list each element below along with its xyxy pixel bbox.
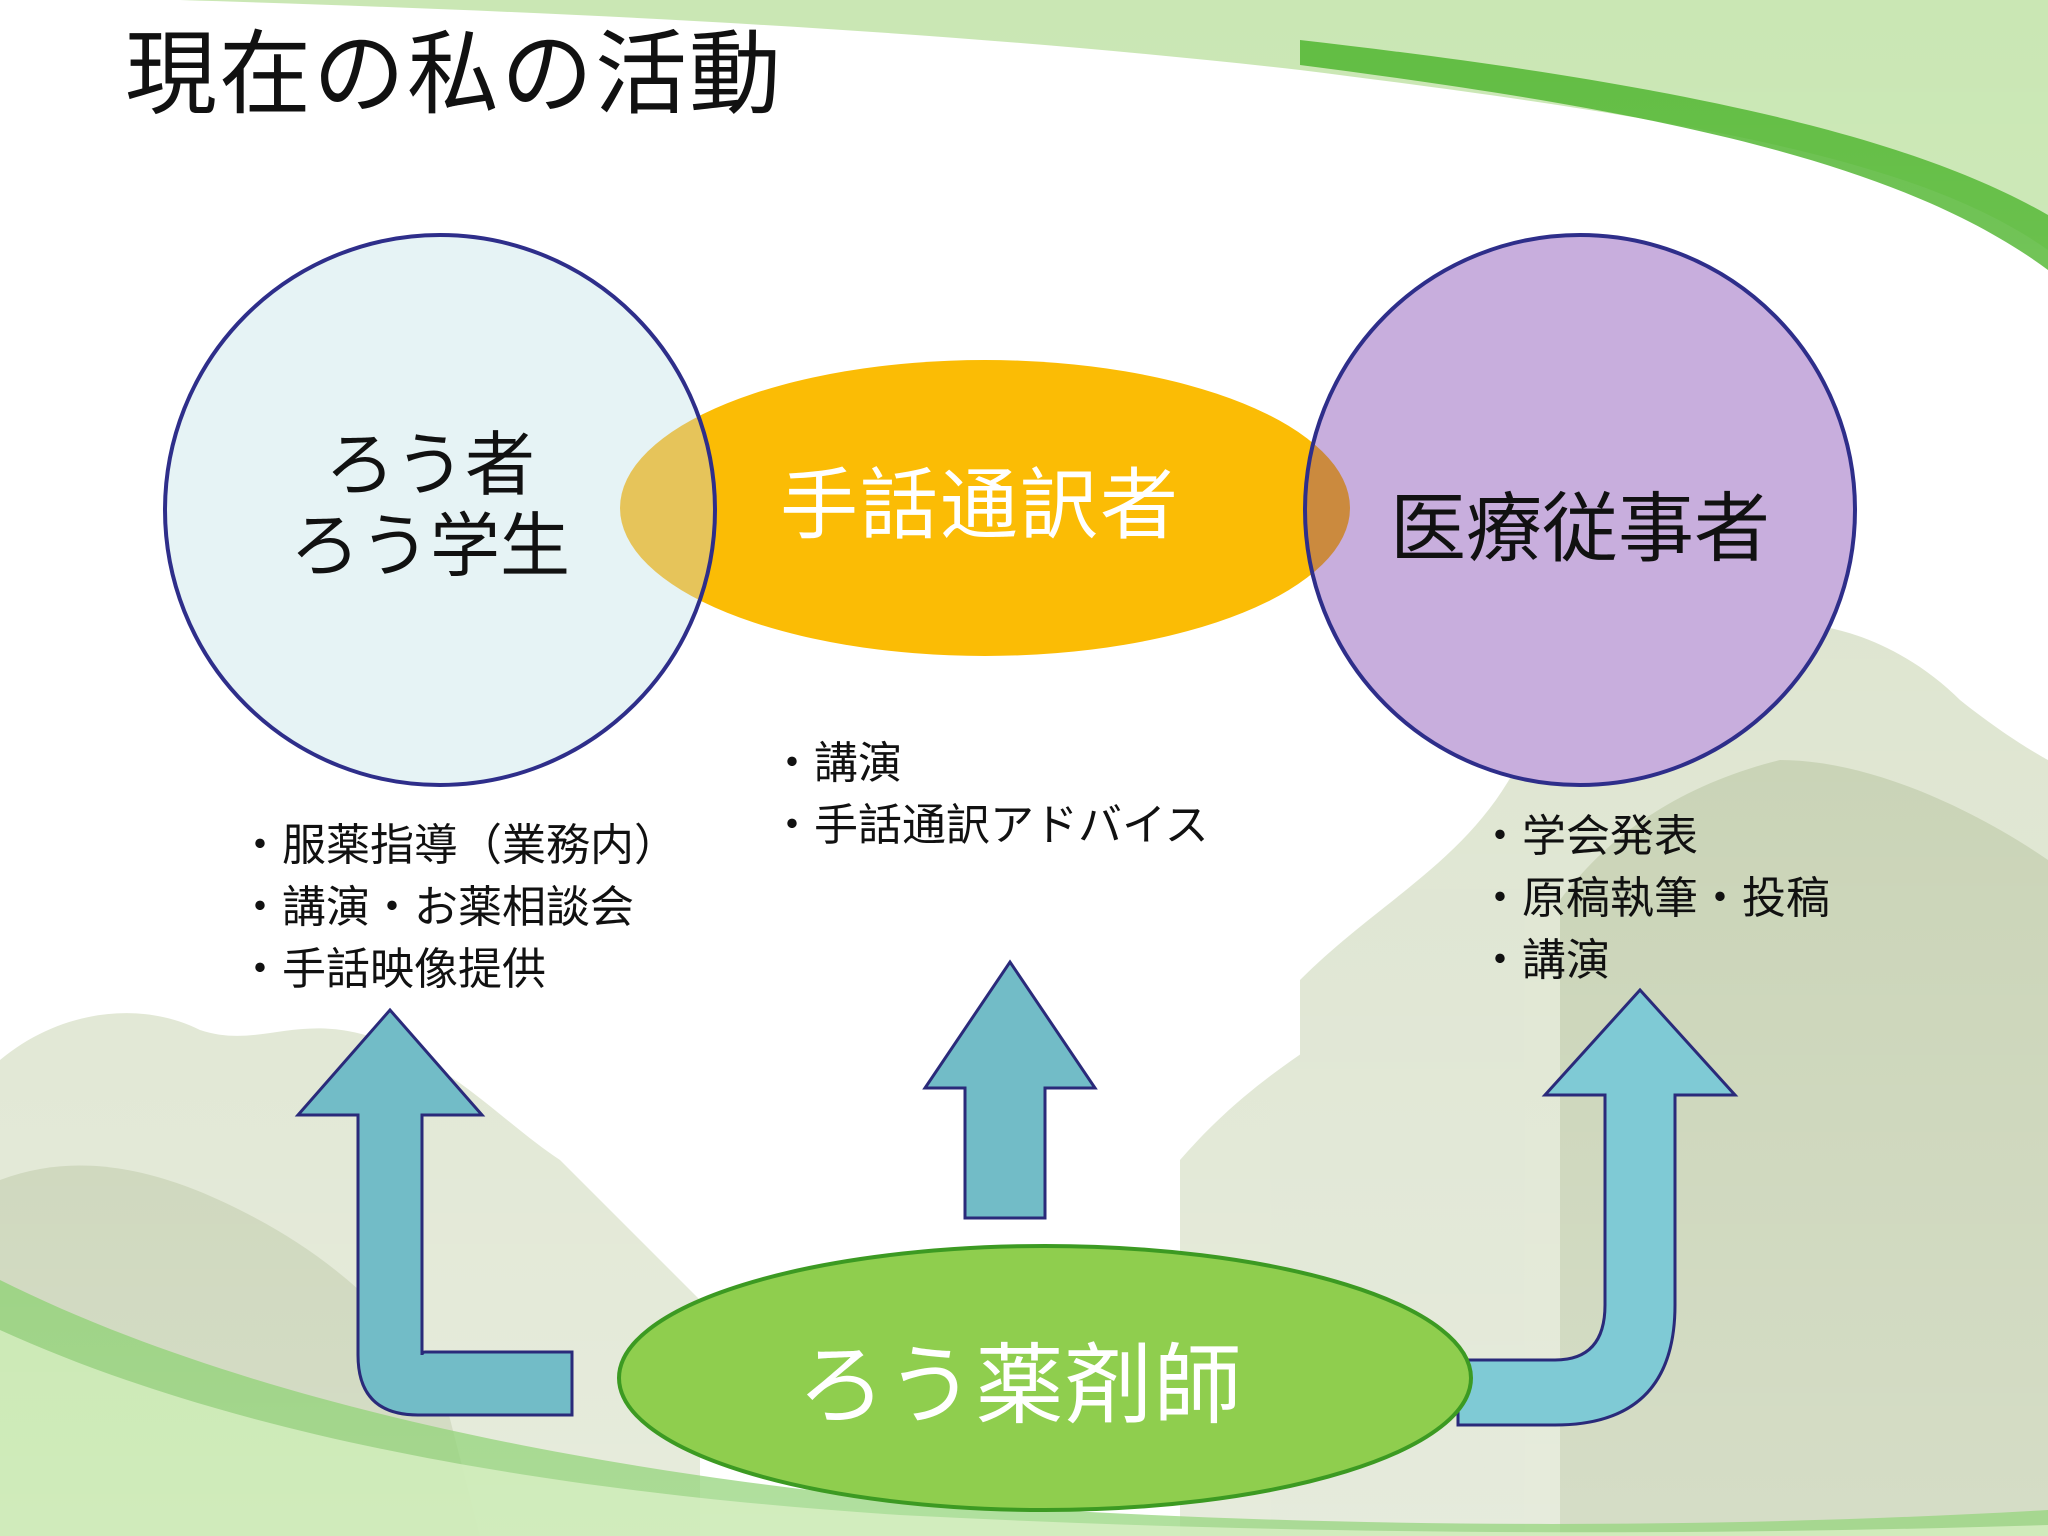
arrow-to-medical: [1456, 987, 1739, 1427]
deaf-label-line-2: ろう学生: [290, 504, 570, 587]
list-item: ・手話映像提供: [238, 944, 546, 995]
list-item: ・講演: [770, 738, 902, 789]
list-item: ・学会発表: [1478, 811, 1698, 862]
arrow-to-deaf: [294, 1007, 574, 1417]
slide-title: 現在の私の活動: [125, 21, 784, 128]
medical-activities-list: ・学会発表 ・原稿執筆・投稿 ・講演: [1478, 806, 1830, 992]
pharmacist-ellipse: [617, 1244, 1473, 1512]
interpreter-ellipse: [620, 360, 1350, 656]
medical-node-label: 医療従事者: [1390, 484, 1770, 573]
list-item: ・講演: [1478, 935, 1610, 986]
arrow-to-interpreter: [922, 959, 1098, 1220]
list-item: ・講演・お薬相談会: [238, 882, 634, 933]
list-item: ・服薬指導（業務内）: [238, 820, 678, 871]
pharmacist-node-label: ろう薬剤師: [797, 1334, 1243, 1437]
medical-circle: [1305, 235, 1855, 785]
interpreter-node-label: 手話通訳者: [779, 461, 1180, 551]
deaf-circle: [165, 235, 715, 785]
interpreter-activities-list: ・講演 ・手話通訳アドバイス: [770, 733, 1209, 857]
deaf-activities-list: ・服薬指導（業務内） ・講演・お薬相談会 ・手話映像提供: [238, 815, 678, 1001]
deaf-node-label: ろう者 ろう学生: [230, 425, 630, 586]
list-item: ・原稿執筆・投稿: [1478, 873, 1830, 924]
list-item: ・手話通訳アドバイス: [770, 800, 1209, 851]
deaf-label-line-1: ろう者: [325, 424, 535, 506]
arrows: [294, 959, 1739, 1427]
